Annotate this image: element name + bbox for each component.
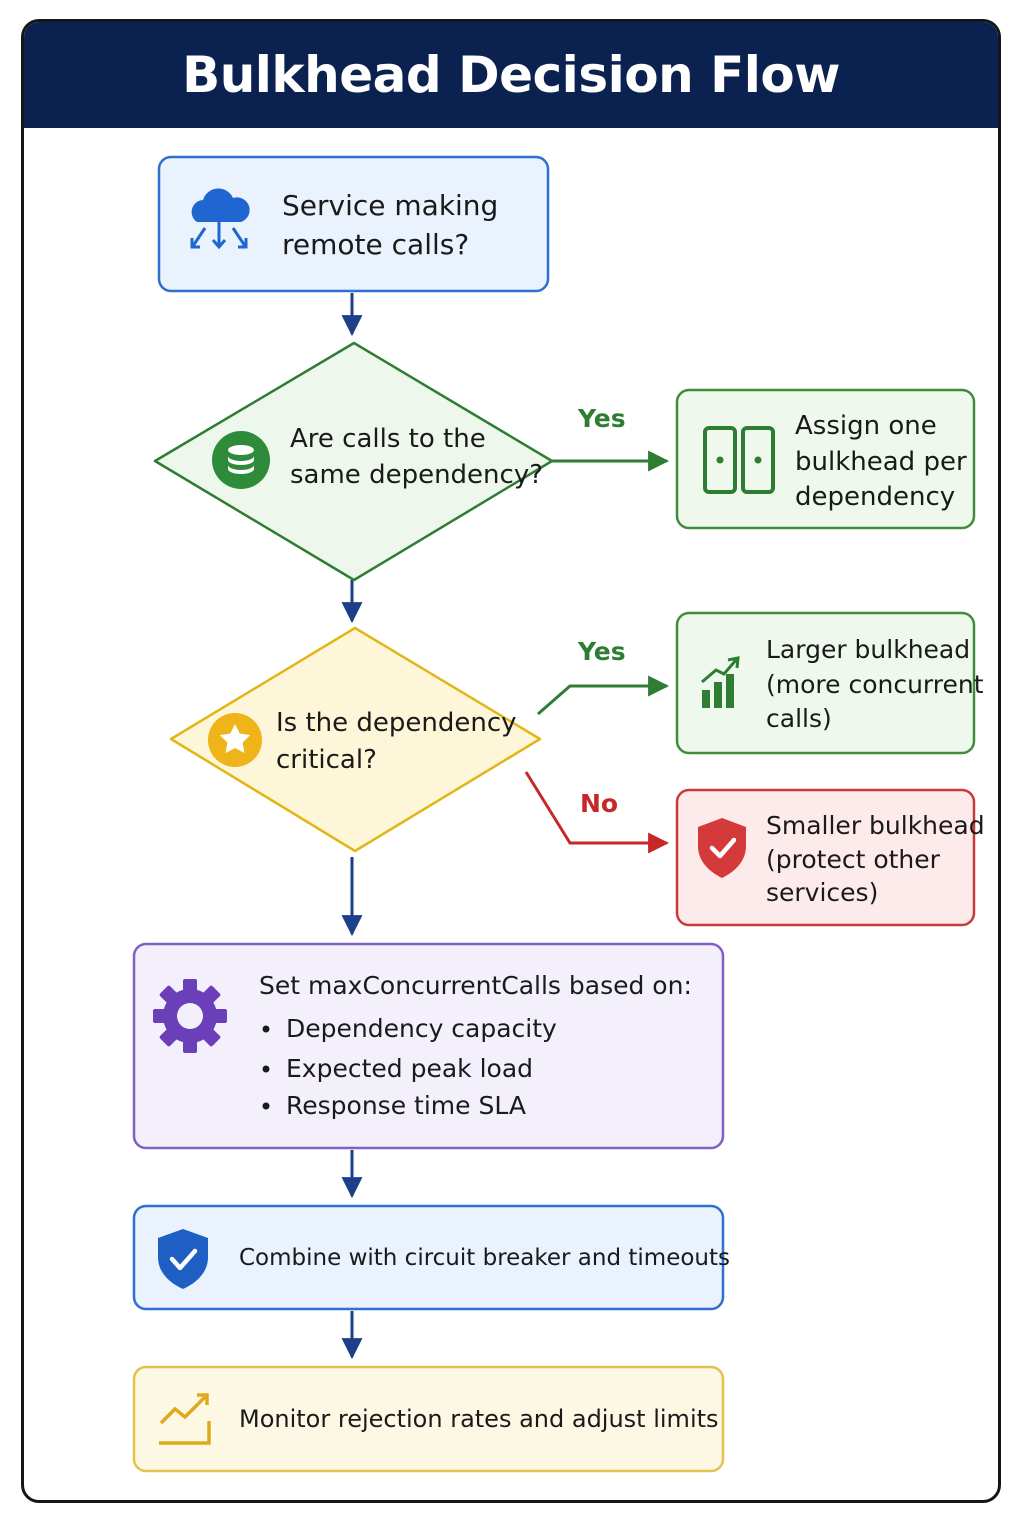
q2-line-1: Is the dependency	[276, 708, 517, 738]
larger-line-3: calls)	[766, 704, 832, 733]
larger-line-2: (more concurrent	[766, 670, 984, 699]
q2-line-2: critical?	[276, 745, 377, 775]
smaller-line-1: Smaller bulkhead	[766, 811, 985, 840]
set-max-bullet-2: Expected peak load	[286, 1054, 533, 1083]
shield-check-icon	[698, 818, 746, 878]
bullet-dot	[262, 1102, 270, 1110]
monitor-text: Monitor rejection rates and adjust limit…	[239, 1405, 719, 1433]
cloud-network-icon	[190, 188, 250, 250]
start-line-1: Service making	[282, 189, 498, 222]
assign-line-2: bulkhead per	[795, 447, 967, 477]
node-smaller-bulkhead: Smaller bulkhead (protect other services…	[675, 788, 985, 927]
combine-text: Combine with circuit breaker and timeout…	[239, 1245, 730, 1271]
q1-line-1: Are calls to the	[290, 424, 486, 454]
page-title: Bulkhead Decision Flow	[182, 46, 840, 104]
trend-up-icon	[159, 1393, 211, 1445]
bar-chart-up-icon	[701, 656, 740, 708]
title-banner: Bulkhead Decision Flow	[24, 22, 998, 128]
shield-check-icon	[158, 1229, 208, 1289]
edge-label-q1-yes: Yes	[577, 404, 626, 433]
node-start: Service making remote calls?	[157, 155, 550, 293]
set-max-heading: Set maxConcurrentCalls based on:	[259, 971, 692, 1000]
set-max-bullet-3: Response time SLA	[286, 1091, 526, 1120]
bullet-dot	[262, 1065, 270, 1073]
star-icon	[208, 713, 262, 767]
node-larger-bulkhead: Larger bulkhead (more concurrent calls)	[675, 611, 984, 755]
edge-q2-yes	[537, 675, 670, 716]
bulkhead-partition-icon	[703, 426, 775, 494]
edge-label-q2-no: No	[580, 789, 618, 818]
assign-line-1: Assign one	[795, 411, 937, 441]
node-set-max-concurrent-calls: Set maxConcurrentCalls based on: Depende…	[132, 942, 725, 1150]
decision-critical: Is the dependency critical?	[169, 626, 542, 853]
gear-icon	[153, 979, 227, 1053]
edges: Yes Yes No	[341, 293, 670, 1360]
smaller-line-2: (protect other	[766, 845, 941, 874]
edge-q2-no	[524, 771, 670, 854]
edge-label-q2-yes: Yes	[577, 637, 626, 666]
node-combine: Combine with circuit breaker and timeout…	[132, 1204, 730, 1311]
node-monitor: Monitor rejection rates and adjust limit…	[132, 1365, 725, 1473]
database-icon	[212, 431, 270, 489]
assign-line-3: dependency	[795, 482, 955, 512]
decision-same-dependency: Are calls to the same dependency?	[153, 341, 554, 582]
larger-line-1: Larger bulkhead	[766, 635, 970, 664]
bullet-dot	[262, 1025, 270, 1033]
node-assign-per-dependency: Assign one bulkhead per dependency	[675, 388, 976, 530]
start-line-2: remote calls?	[282, 228, 469, 261]
set-max-bullet-1: Dependency capacity	[286, 1014, 557, 1043]
q1-line-2: same dependency?	[290, 460, 543, 490]
smaller-line-3: services)	[766, 878, 878, 907]
